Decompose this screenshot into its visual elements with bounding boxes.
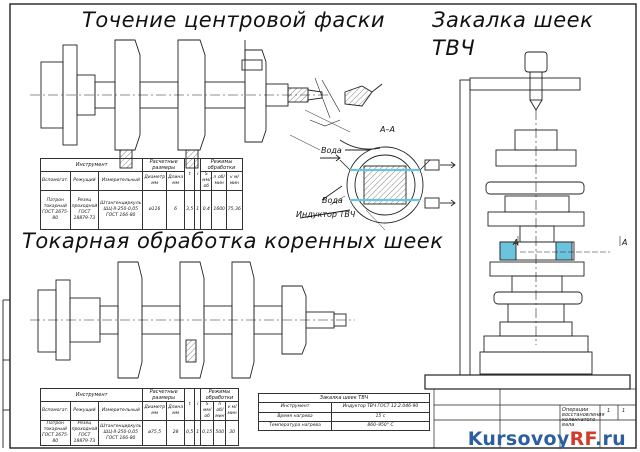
hardening-fixture (424, 51, 631, 390)
chamfer-cell-length: 6 (166, 190, 186, 230)
chamfer-cell-measure: Штангенциркуль ШЦ-II-250-0,05 ГОСТ 166-8… (98, 190, 144, 230)
chamfer-col-measure: Измерительный (98, 171, 144, 191)
main-col-aux: Вспомогат. (40, 401, 71, 421)
main-cell-measure: Штангенциркуль ШЦ-II-250-0,05 ГОСТ 166-8… (98, 420, 144, 446)
main-cell-v: 30 (225, 420, 239, 446)
chamfer-cell-t: 3,5 (184, 190, 196, 230)
chamfer-col-n: n об/мин (211, 171, 227, 191)
title-hardening-line1: Закалка шеек (432, 8, 594, 32)
chamfer-group-mode: Режимы обработки (200, 158, 243, 172)
chamfer-process-table: Инструмент Расчетные размеры t i Режимы … (39, 158, 243, 230)
inductor-label: Индуктор ТВЧ (296, 210, 356, 219)
chamfer-col-aux: Вспомогат. (40, 171, 71, 191)
chamfer-cell-diameter: ø116 (142, 190, 168, 230)
main-cell-t: 0,5 (184, 420, 196, 446)
main-group-size: Расчетные размеры (142, 388, 186, 402)
water-label-1: Вода (321, 146, 342, 155)
title-hardening-line2: ТВЧ (432, 36, 476, 60)
title-block-sheets-total: 1 (607, 408, 611, 414)
main-cell-s: 0,15 (200, 420, 215, 446)
chamfer-cell-cutter: Резец проходной ГОСТ 18879-73 (69, 190, 100, 230)
water-label-2: Вода (322, 196, 343, 205)
title-turning-chamfer: Точение центровой фаски (82, 8, 386, 32)
main-journals-process-table: Инструмент Расчетные размеры t i Режимы … (39, 388, 239, 446)
section-marker-left: А (513, 238, 519, 247)
watermark-logo: KursovoyRF.ru (468, 428, 626, 450)
main-cell-diameter: ø75,5 (142, 420, 168, 446)
title-main-journals: Токарная обработка коренных шеек (22, 229, 444, 253)
hardening-row-tool-label: Инструмент (258, 402, 332, 413)
hardening-table: Закалка шеек ТВЧ Инструмент Индуктор ТВЧ… (258, 392, 430, 432)
main-col-s: S мм/об (200, 401, 215, 421)
main-col-measure: Измерительный (98, 401, 144, 421)
main-cell-length: 28 (166, 420, 186, 446)
watermark-suffix: .ru (594, 428, 626, 450)
chamfer-cell-aux: Патрон токарный ГОСТ 2675-80 (40, 190, 71, 230)
title-block-sheet-text: Операции восстановления коленчатого вала (562, 407, 605, 428)
section-marker-right: А (622, 238, 628, 247)
main-cell-n: 500 (213, 420, 227, 446)
main-col-n: n об/мин (213, 401, 227, 421)
hardening-row-time-value: 15 с (331, 411, 430, 422)
crankshaft-main-journals-view (30, 261, 355, 379)
main-col-length: Длина мм (166, 401, 186, 421)
title-block-sheet-number: 1 (622, 408, 626, 414)
chamfer-cell-s: 0,4 (200, 190, 213, 230)
chamfer-cell-n: 1600 (211, 190, 227, 230)
chamfer-col-t: t (184, 158, 196, 191)
watermark-main: Kursovoy (467, 428, 570, 450)
main-group-mode: Режимы обработки (200, 388, 239, 402)
section-a-a (299, 139, 456, 224)
main-group-tools: Инструмент (39, 388, 144, 402)
chamfer-col-cutter: Режущий (69, 171, 100, 191)
main-cell-aux: Патрон токарный ГОСТ 2675-80 (40, 420, 71, 446)
chamfer-col-length: Длина мм (166, 171, 186, 191)
chamfer-group-tools: Инструмент (39, 158, 144, 172)
title-block (433, 388, 637, 449)
chamfer-cell-v: 75,36 (225, 190, 243, 230)
section-label: А–А (380, 125, 395, 134)
hardening-row-tool-value: Индуктор ТВЧ ГОСТ 12.2.046-90 (331, 402, 430, 413)
main-col-cutter: Режущий (69, 401, 100, 421)
hardening-row-time-label: Время нагрева (258, 411, 332, 422)
main-col-diameter: Диаметр мм (142, 401, 168, 421)
hardening-row-temp-value: 860–950° С (331, 420, 430, 432)
chamfer-group-size: Расчетные размеры (142, 158, 186, 172)
chamfer-col-diameter: Диаметр мм (142, 171, 168, 191)
main-col-t: t (184, 388, 196, 421)
hardening-table-title: Закалка шеек ТВЧ (258, 392, 430, 404)
watermark-accent: RF (569, 428, 595, 450)
hardening-row-temp-label: Температура нагрева (258, 420, 332, 432)
chamfer-col-v: v м/мин (225, 171, 243, 191)
chamfer-col-s: S мм/об (200, 171, 213, 191)
main-cell-cutter: Резец проходной ГОСТ 18879-73 (69, 420, 100, 446)
main-col-v: v м/мин (225, 401, 239, 421)
